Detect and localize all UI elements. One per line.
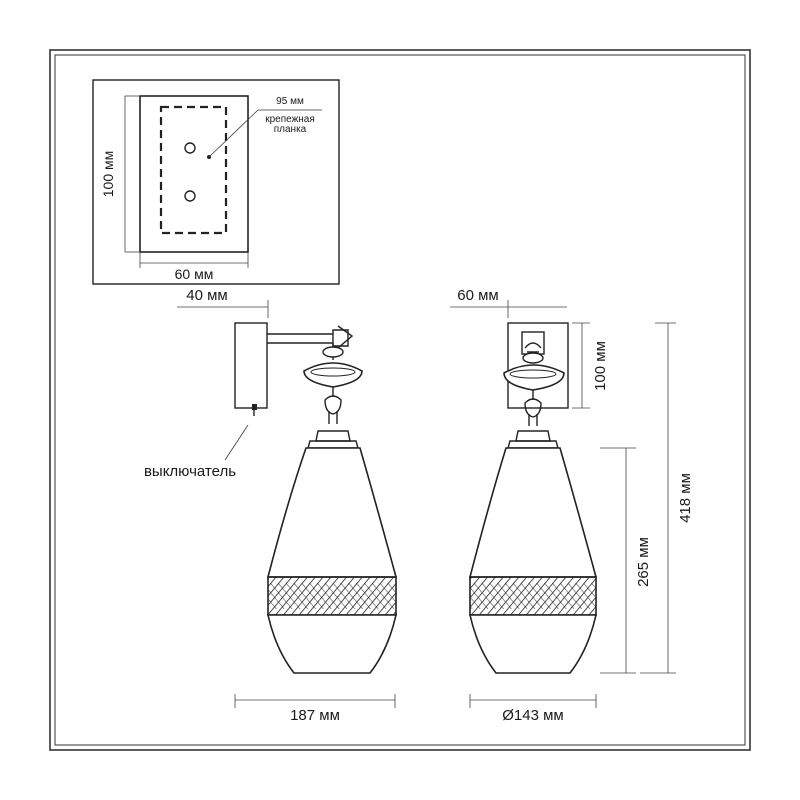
front-view: 60 мм 100 мм 265 мм 418 мм: [450, 287, 694, 724]
outer-frame: [49, 49, 751, 751]
front-shade-lower: [468, 614, 598, 674]
side-shade-lower: [266, 614, 398, 674]
front-plate-width-label: 60 мм: [457, 287, 498, 304]
front-finial: [522, 352, 544, 364]
switch-knob: [252, 404, 257, 410]
front-plate-height-label: 100 мм: [592, 341, 609, 391]
bar-caption-line1: крепежная: [265, 114, 315, 125]
front-shade-height-label: 265 мм: [635, 537, 652, 587]
side-depth-label: 40 мм: [186, 287, 227, 304]
front-socket-cap: [515, 430, 551, 442]
mounting-plate: [139, 95, 249, 253]
side-canopy: [303, 362, 363, 388]
inset-box: [92, 79, 340, 285]
inner-frame: [54, 54, 746, 746]
mounting-plate-inset: 100 мм 60 мм 95 мм крепежная планка: [92, 79, 340, 285]
side-view: 40 мм выключатель 187 мм: [144, 287, 398, 724]
switch-label: выключатель: [144, 463, 236, 480]
plate-width-label: 60 мм: [175, 266, 214, 282]
front-diameter-label: Ø143 мм: [502, 707, 564, 724]
bar-size-label: 95 мм: [276, 96, 304, 107]
side-socket-cap: [315, 430, 351, 442]
bar-caption-line2: планка: [274, 124, 307, 135]
screw-hole-top: [184, 142, 196, 154]
screw-hole-bottom: [184, 190, 196, 202]
front-shade-upper: [468, 447, 598, 578]
wall-base: [234, 322, 268, 409]
front-total-height-label: 418 мм: [677, 473, 694, 523]
side-width-label: 187 мм: [290, 707, 340, 724]
side-shade-upper: [266, 447, 398, 578]
mounting-bar: [159, 105, 228, 235]
plate-height-label: 100 мм: [100, 151, 116, 198]
side-finial: [322, 346, 344, 358]
